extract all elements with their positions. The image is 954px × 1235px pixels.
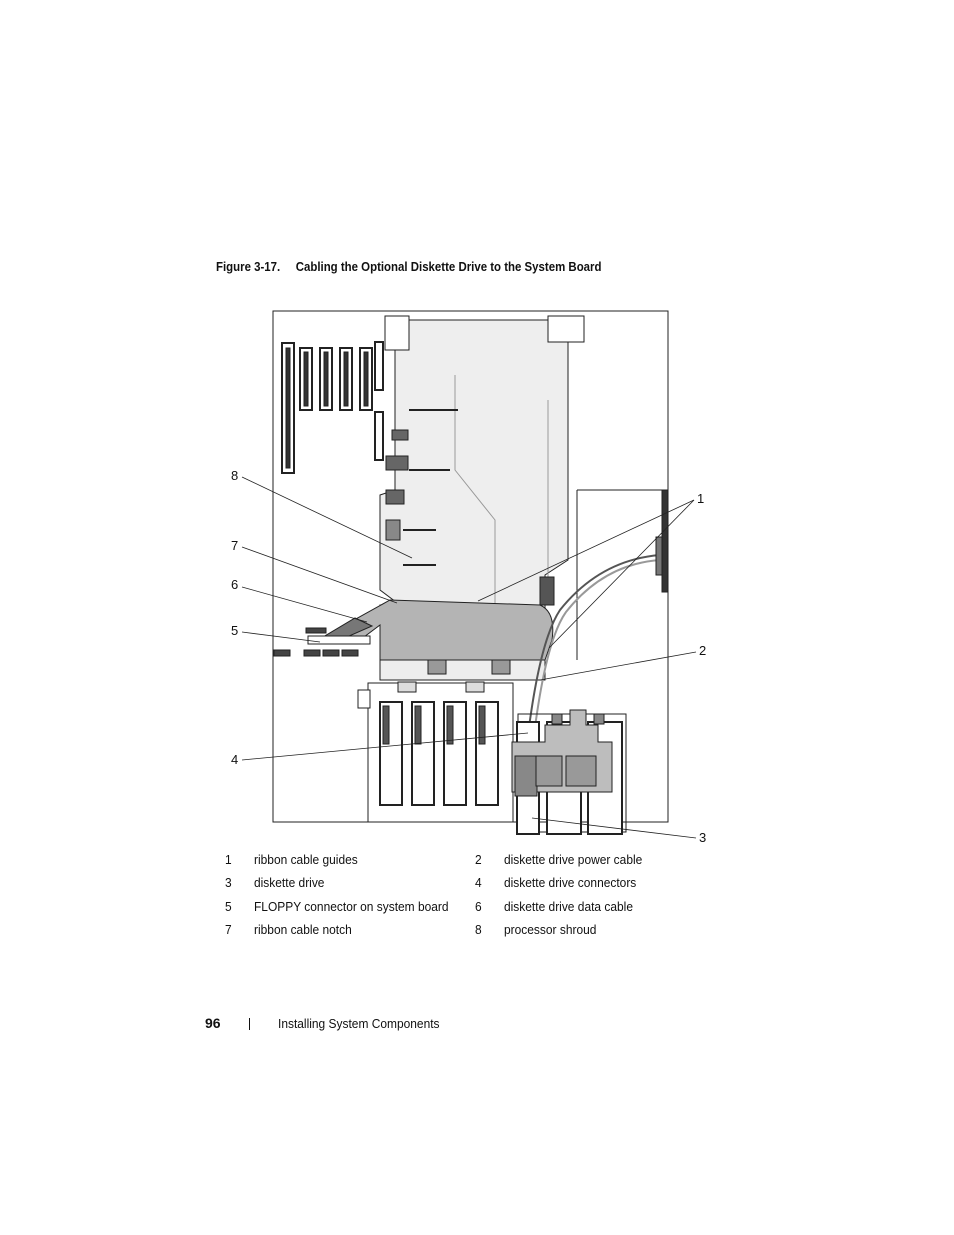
floppy-connector — [307, 635, 371, 645]
legend-num: 4 — [475, 875, 482, 890]
callout-4: 4 — [231, 752, 238, 767]
figure-number: Figure 3-17. — [216, 259, 281, 274]
page-number: 96 — [205, 1015, 221, 1031]
legend-text: ribbon cable guides — [254, 852, 358, 867]
expansion-slots — [281, 341, 384, 474]
legend-num: 3 — [225, 875, 232, 890]
callout-6: 6 — [231, 577, 238, 592]
legend-text: FLOPPY connector on system board — [254, 899, 449, 914]
callout-1: 1 — [697, 491, 704, 506]
legend-text: diskette drive — [254, 875, 325, 890]
legend-text: diskette drive power cable — [504, 852, 643, 867]
diskette-power-cable — [527, 554, 661, 736]
legend-num: 1 — [225, 852, 232, 867]
legend-num: 8 — [475, 922, 482, 937]
legend-num: 2 — [475, 852, 482, 867]
callout-leaders — [241, 476, 697, 839]
callout-5: 5 — [231, 623, 238, 638]
legend-text: diskette drive data cable — [504, 899, 633, 914]
callout-7: 7 — [231, 538, 238, 553]
legend-num: 7 — [225, 922, 232, 937]
figure-title: Cabling the Optional Diskette Drive to t… — [295, 259, 602, 274]
callout-3: 3 — [699, 830, 706, 845]
legend-text: diskette drive connectors — [504, 875, 637, 890]
figure-caption: Figure 3-17. Cabling the Optional Disket… — [216, 259, 601, 274]
legend-num: 5 — [225, 899, 232, 914]
legend-num: 6 — [475, 899, 482, 914]
callout-2: 2 — [699, 643, 706, 658]
legend-text: ribbon cable notch — [254, 922, 352, 937]
callout-8: 8 — [231, 468, 238, 483]
footer-separator — [249, 1018, 250, 1030]
section-title: Installing System Components — [278, 1016, 440, 1031]
legend-text: processor shroud — [504, 922, 597, 937]
